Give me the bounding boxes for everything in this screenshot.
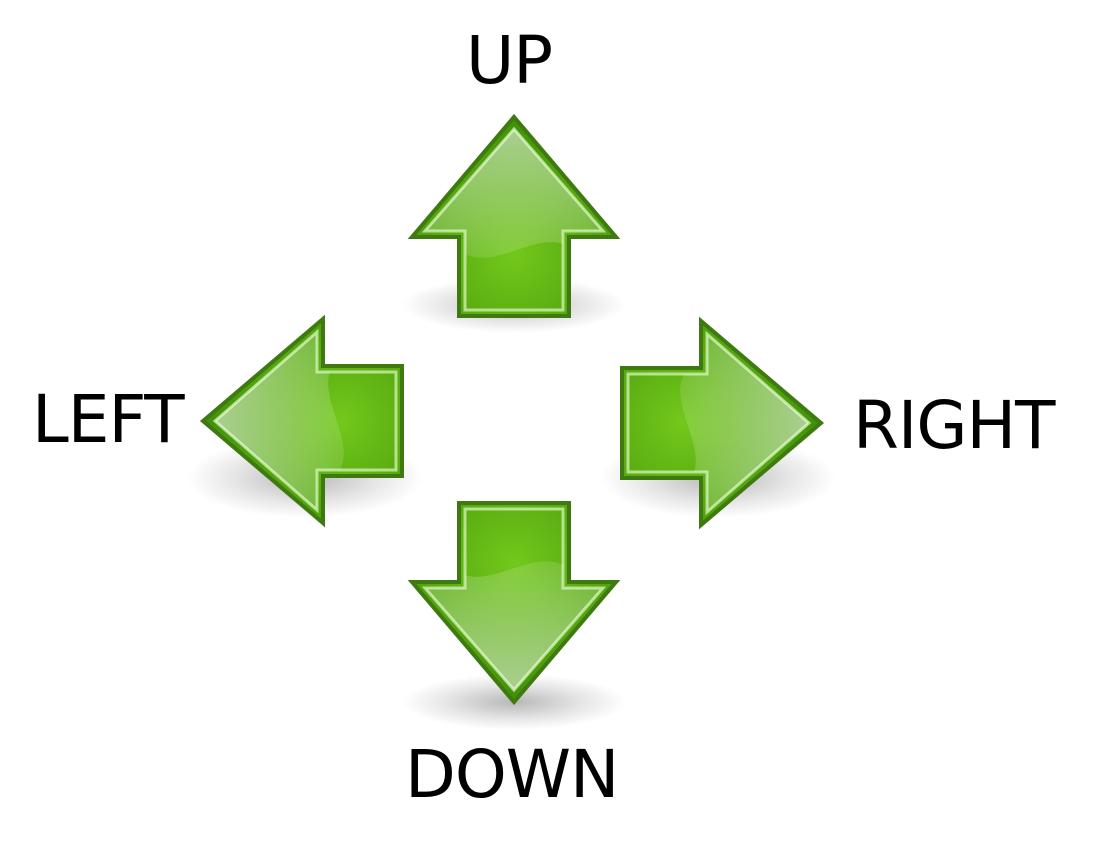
arrow-up-button[interactable] [402,115,626,333]
label-left: LEFT [32,381,185,458]
arrow-down-button[interactable] [402,501,626,730]
label-right: RIGHT [853,387,1055,464]
label-down: DOWN [405,736,619,813]
arrow-left-button[interactable] [187,317,423,525]
arrow-down-icon [410,501,618,704]
arrow-right-button[interactable] [600,319,836,527]
label-up: UP [466,22,553,99]
